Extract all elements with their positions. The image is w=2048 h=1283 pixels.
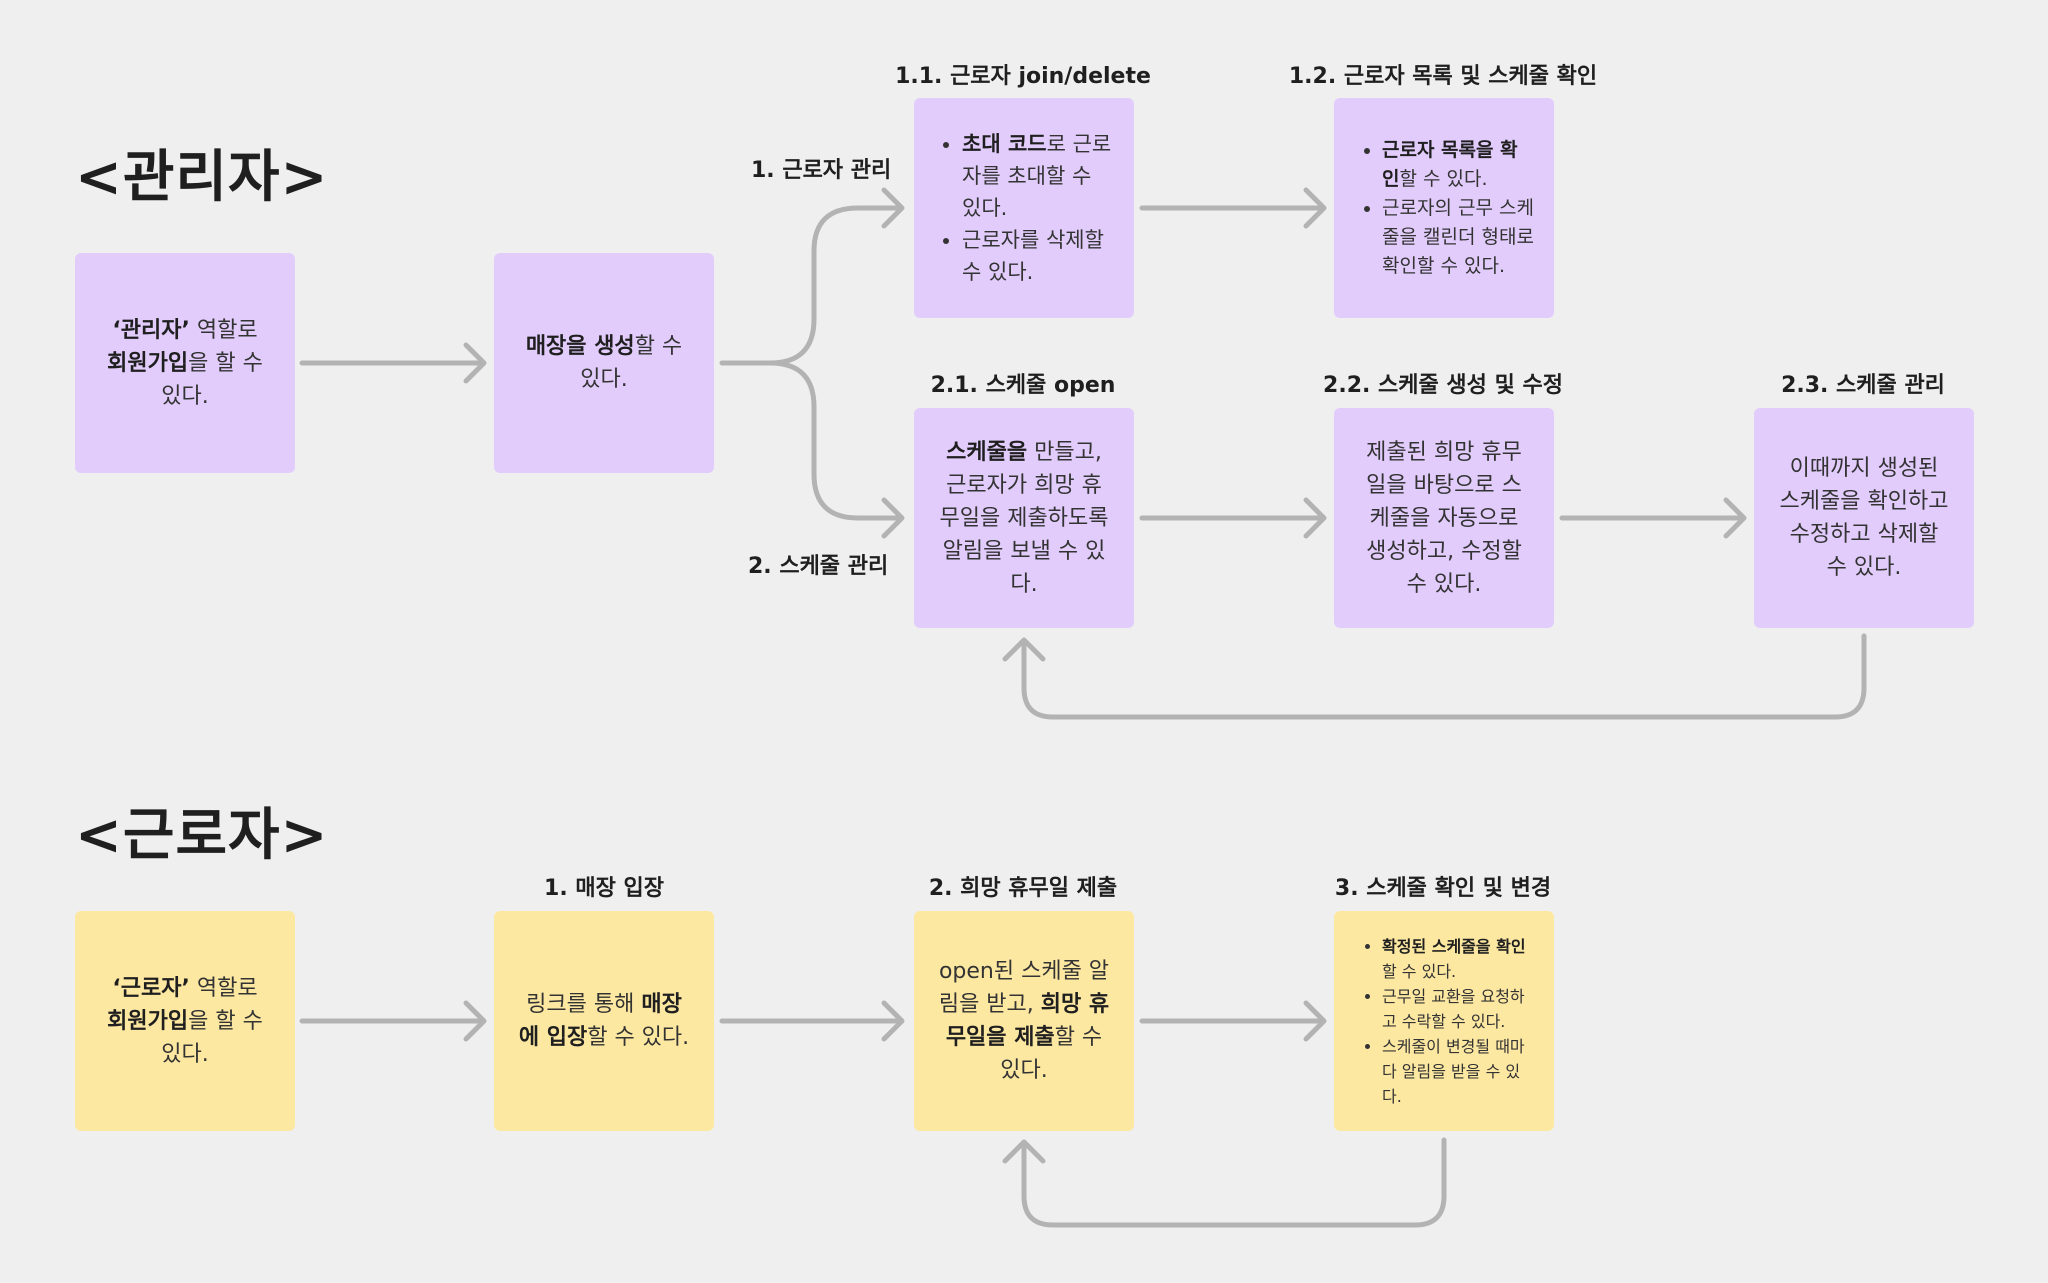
list-item: 스케줄이 변경될 때마다 알림을 받을 수 있다. bbox=[1382, 1034, 1534, 1109]
schedule-create-title: 2.2. 스케줄 생성 및 수정 bbox=[1323, 373, 1563, 398]
list-item: 근무일 교환을 요청하고 수락할 수 있다. bbox=[1382, 984, 1534, 1034]
schedule-check-title: 3. 스케줄 확인 및 변경 bbox=[1334, 876, 1552, 901]
admin-section-title: <관리자> bbox=[75, 145, 329, 210]
schedule-open-note[interactable]: 스케줄을 만들고, 근로자가 희망 휴무일을 제출하도록 알림을 보낼 수 있다… bbox=[914, 408, 1134, 628]
list-item: 근로자 목록을 확인할 수 있다. bbox=[1382, 136, 1534, 194]
list-item: 초대 코드로 근로자를 초대할 수 있다. bbox=[962, 128, 1114, 224]
arrow-worker-start-to-enter bbox=[299, 1000, 487, 1042]
dayoff-submit-title: 2. 희망 휴무일 제출 bbox=[928, 876, 1118, 901]
branch-label-worker-management: 1. 근로자 관리 bbox=[751, 158, 892, 183]
worker-join-delete-note[interactable]: 초대 코드로 근로자를 초대할 수 있다. 근로자를 삭제할 수 있다. bbox=[914, 98, 1134, 318]
arrow-manage-loop-back bbox=[1002, 633, 1867, 720]
list-item: 확정된 스케줄을 확인할 수 있다. bbox=[1382, 934, 1534, 984]
list-item: 근로자를 삭제할 수 있다. bbox=[962, 224, 1114, 288]
arrow-admin-start-to-store bbox=[299, 342, 487, 384]
worker-signup-note[interactable]: ‘근로자’ 역할로 회원가입을 할 수 있다. bbox=[75, 911, 295, 1131]
arrow-store-to-branches bbox=[719, 187, 905, 539]
dayoff-submit-note[interactable]: open된 스케줄 알림을 받고, 희망 휴무일을 제출할 수 있다. bbox=[914, 911, 1134, 1131]
schedule-open-title: 2.1. 스케줄 open bbox=[930, 373, 1116, 398]
arrow-open-to-create bbox=[1139, 497, 1327, 539]
arrow-check-loop-back bbox=[1002, 1137, 1447, 1228]
store-enter-note[interactable]: 링크를 통해 매장에 입장할 수 있다. bbox=[494, 911, 714, 1131]
branch-label-schedule-management: 2. 스케줄 관리 bbox=[748, 554, 889, 579]
admin-signup-note[interactable]: ‘관리자’ 역할로 회원가입을 할 수 있다. bbox=[75, 253, 295, 473]
worker-list-title: 1.2. 근로자 목록 및 스케줄 확인 bbox=[1288, 64, 1598, 89]
arrow-join-to-list bbox=[1139, 187, 1327, 229]
store-create-note[interactable]: 매장을 생성할 수 있다. bbox=[494, 253, 714, 473]
schedule-check-note[interactable]: 확정된 스케줄을 확인할 수 있다. 근무일 교환을 요청하고 수락할 수 있다… bbox=[1334, 911, 1554, 1131]
store-enter-title: 1. 매장 입장 bbox=[544, 876, 664, 901]
arrow-enter-to-dayoff bbox=[719, 1000, 905, 1042]
arrow-dayoff-to-check bbox=[1139, 1000, 1327, 1042]
arrow-create-to-manage bbox=[1559, 497, 1747, 539]
schedule-manage-title: 2.3. 스케줄 관리 bbox=[1781, 373, 1945, 398]
schedule-manage-note[interactable]: 이때까지 생성된 스케줄을 확인하고 수정하고 삭제할 수 있다. bbox=[1754, 408, 1974, 628]
list-item: 근로자의 근무 스케줄을 캘린더 형태로 확인할 수 있다. bbox=[1382, 194, 1534, 281]
worker-list-note[interactable]: 근로자 목록을 확인할 수 있다. 근로자의 근무 스케줄을 캘린더 형태로 확… bbox=[1334, 98, 1554, 318]
schedule-create-note[interactable]: 제출된 희망 휴무일을 바탕으로 스케줄을 자동으로 생성하고, 수정할 수 있… bbox=[1334, 408, 1554, 628]
worker-section-title: <근로자> bbox=[75, 803, 329, 868]
worker-join-delete-title: 1.1. 근로자 join/delete bbox=[895, 64, 1151, 89]
